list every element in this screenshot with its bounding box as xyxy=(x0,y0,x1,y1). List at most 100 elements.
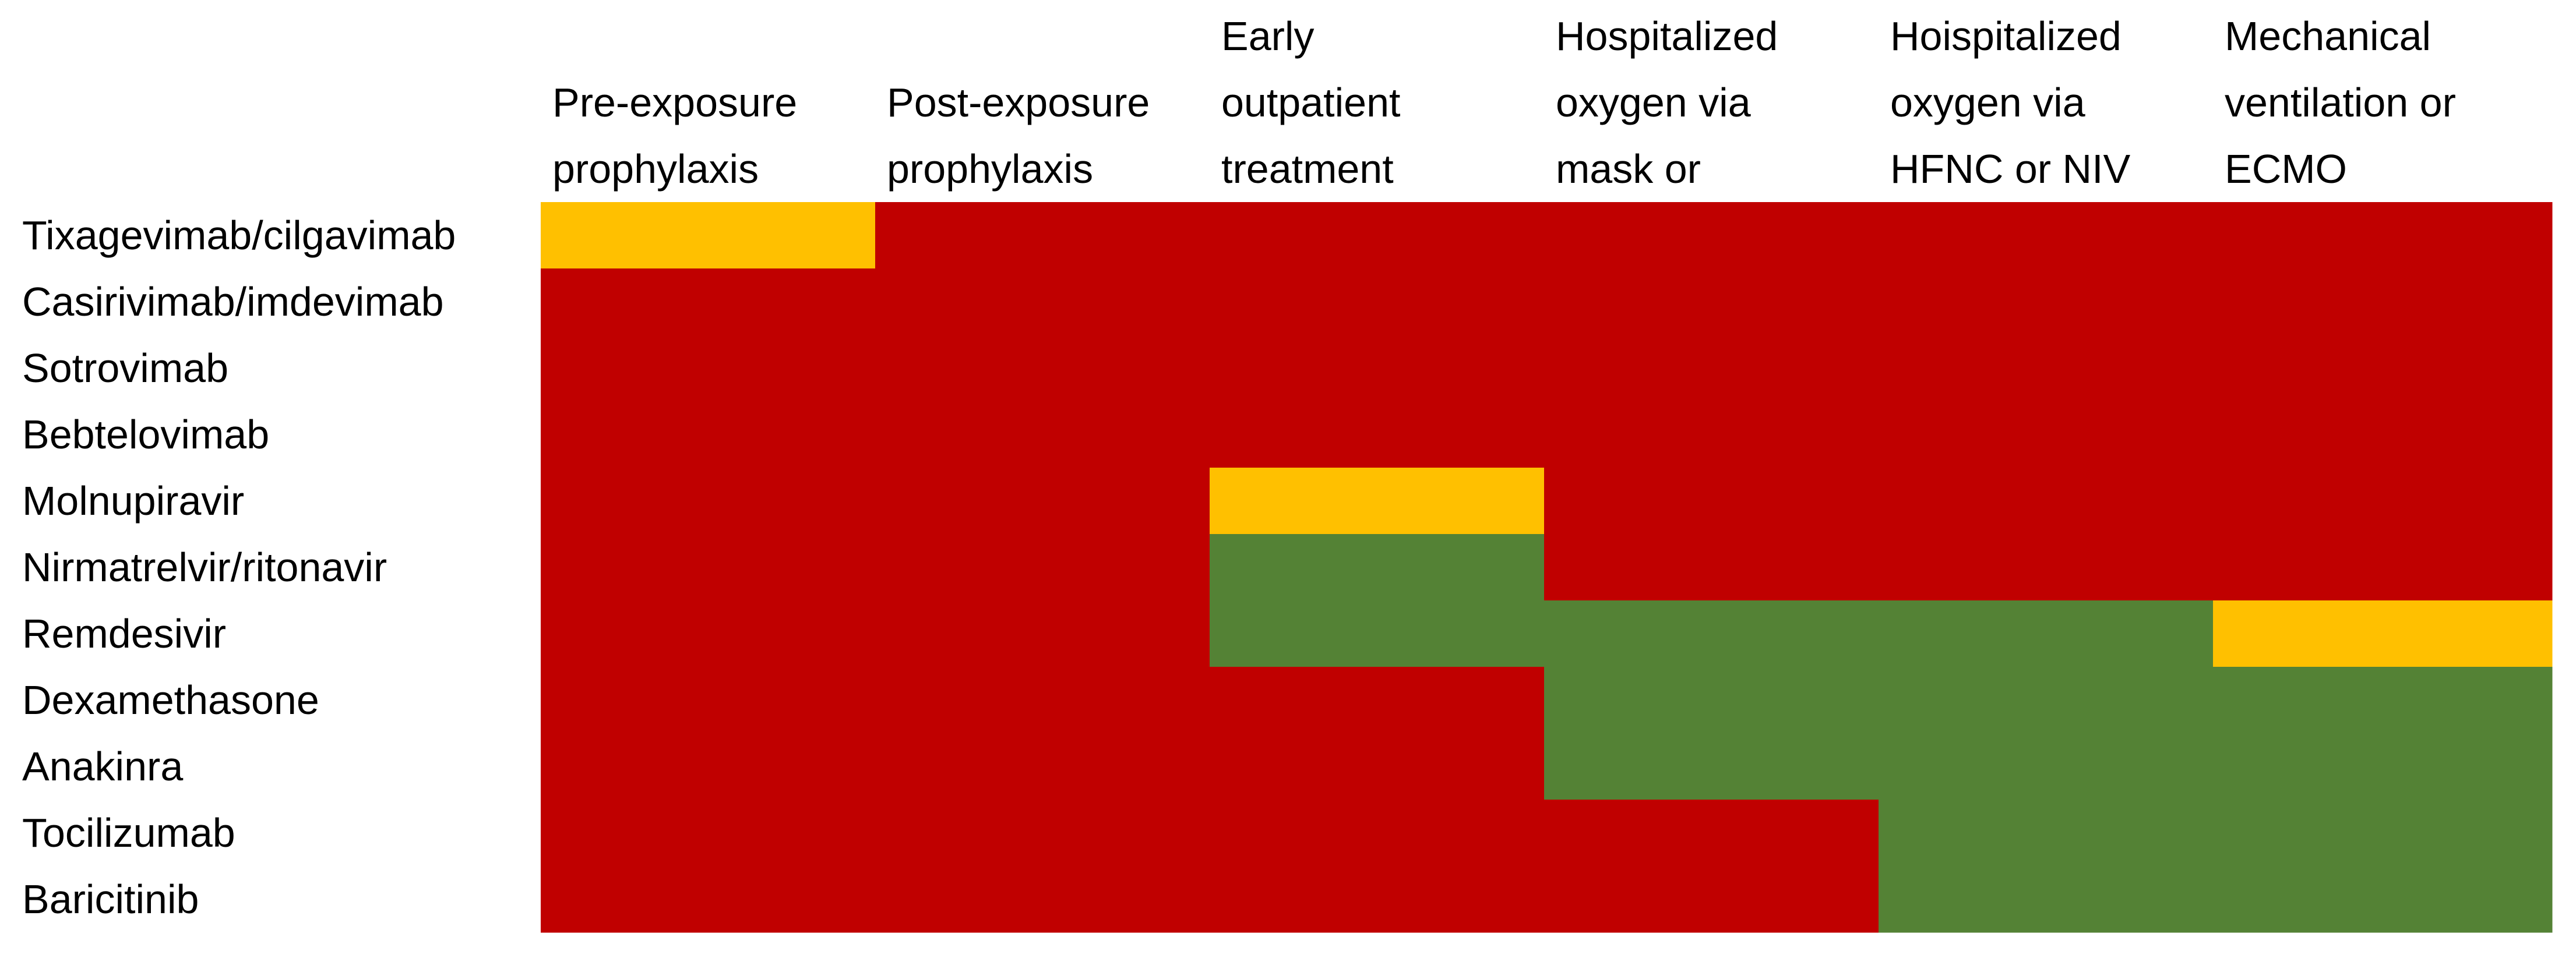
heatmap-cell xyxy=(1544,468,1879,535)
heatmap-cell xyxy=(2213,866,2553,933)
heatmap-cell xyxy=(1544,335,1879,402)
column-header: Hospitalized oxygen via mask or xyxy=(1556,3,1882,202)
heatmap-cell xyxy=(1544,600,1879,667)
column-header: Mechanical ventilation or ECMO xyxy=(2225,3,2551,202)
heatmap-cell xyxy=(1210,600,1545,667)
heatmap-cell xyxy=(1879,866,2214,933)
heatmap-cell xyxy=(1210,335,1545,402)
heatmap-cell xyxy=(2213,733,2553,800)
column-header-line: HFNC or NIV xyxy=(1890,146,2131,192)
heatmap-cell xyxy=(1879,401,2214,468)
heatmap-cell xyxy=(2213,534,2553,601)
column-header-line: oxygen via xyxy=(1556,80,1751,125)
heatmap-cell xyxy=(2213,667,2553,734)
heatmap-cell xyxy=(1879,800,2214,867)
heatmap-cell xyxy=(875,202,1210,269)
heatmap-cell xyxy=(1879,733,2214,800)
heatmap-cell xyxy=(1879,202,2214,269)
heatmap-cell xyxy=(1210,800,1545,867)
column-header-line: ECMO xyxy=(2225,146,2347,192)
column-header: Post-exposure prophylaxis xyxy=(887,69,1213,202)
heatmap-cell xyxy=(2213,600,2553,667)
column-header-line: Hospitalized xyxy=(1556,13,1778,59)
heatmap-cell xyxy=(2213,401,2553,468)
heatmap-cell xyxy=(541,335,876,402)
heatmap-cell xyxy=(2213,468,2553,535)
heatmap-cell xyxy=(875,401,1210,468)
row-label: Molnupiravir xyxy=(22,478,245,524)
heatmap-cell xyxy=(2213,800,2553,867)
column-header: Pre-exposure prophylaxis xyxy=(552,69,879,202)
heatmap-cell xyxy=(1210,667,1545,734)
heatmap-cell xyxy=(1210,866,1545,933)
column-header-line: outpatient xyxy=(1221,80,1401,125)
heatmap-cell xyxy=(1544,534,1879,601)
heatmap-cell xyxy=(1210,468,1545,535)
heatmap-cell xyxy=(541,800,876,867)
column-header-line: treatment xyxy=(1221,146,1394,192)
column-header-line: Pre-exposure xyxy=(552,80,798,125)
column-header: Early outpatient treatment xyxy=(1221,3,1548,202)
heatmap-cell xyxy=(1879,667,2214,734)
column-header-line: Hoispitalized xyxy=(1890,13,2122,59)
column-header-line: Early xyxy=(1221,13,1315,59)
heatmap-cell xyxy=(875,733,1210,800)
heatmap-cell xyxy=(1544,866,1879,933)
heatmap-cell xyxy=(541,534,876,601)
heatmap-cell xyxy=(875,800,1210,867)
column-header-line: prophylaxis xyxy=(887,146,1094,192)
heatmap-cell xyxy=(541,468,876,535)
heatmap-cell xyxy=(875,468,1210,535)
heatmap-cell xyxy=(1210,202,1545,269)
heatmap-cell xyxy=(875,335,1210,402)
heatmap-cell xyxy=(541,268,876,335)
heatmap-cell xyxy=(875,600,1210,667)
heatmap-cell xyxy=(541,733,876,800)
heatmap-cell xyxy=(875,866,1210,933)
row-label: Dexamethasone xyxy=(22,677,319,723)
heatmap-cell xyxy=(1544,202,1879,269)
heatmap-cell xyxy=(541,667,876,734)
row-label: Tocilizumab xyxy=(22,810,235,856)
heatmap-cell xyxy=(2213,335,2553,402)
row-label: Anakinra xyxy=(22,744,184,789)
heatmap-cell xyxy=(1210,534,1545,601)
heatmap-cell xyxy=(1544,667,1879,734)
heatmap-cell xyxy=(1879,468,2214,535)
heatmap-cell xyxy=(875,667,1210,734)
row-label: Tixagevimab/cilgavimab xyxy=(22,213,456,258)
column-header-line: Mechanical xyxy=(2225,13,2431,59)
row-label: Casirivimab/imdevimab xyxy=(22,279,444,324)
heatmap-cell xyxy=(1544,401,1879,468)
heatmap-cell xyxy=(1210,268,1545,335)
heatmap-cell xyxy=(1544,800,1879,867)
heatmap-cell xyxy=(1544,733,1879,800)
heatmap-cell xyxy=(2213,202,2553,269)
column-header-line: Post-exposure xyxy=(887,80,1150,125)
heatmap-cell xyxy=(1210,401,1545,468)
heatmap-cell xyxy=(2213,268,2553,335)
heatmap-cell xyxy=(1879,335,2214,402)
heatmap-cell xyxy=(541,866,876,933)
column-header-line: prophylaxis xyxy=(552,146,759,192)
row-label: Sotrovimab xyxy=(22,345,229,391)
row-label: Baricitinib xyxy=(22,876,199,922)
row-label: Remdesivir xyxy=(22,611,227,656)
heatmap-cell xyxy=(541,202,876,269)
heatmap-cell xyxy=(1879,268,2214,335)
heatmap-cell xyxy=(1879,534,2214,601)
heatmap-cell xyxy=(541,600,876,667)
column-header-line: mask or xyxy=(1556,146,1701,192)
heatmap-cell xyxy=(541,401,876,468)
heatmap-cell xyxy=(1879,600,2214,667)
column-header-line: ventilation or xyxy=(2225,80,2456,125)
heatmap-cell xyxy=(875,534,1210,601)
column-header-line: oxygen via xyxy=(1890,80,2085,125)
row-label: Bebtelovimab xyxy=(22,412,270,457)
heatmap-cell xyxy=(1544,268,1879,335)
row-label: Nirmatrelvir/ritonavir xyxy=(22,545,387,590)
heatmap-cell xyxy=(875,268,1210,335)
